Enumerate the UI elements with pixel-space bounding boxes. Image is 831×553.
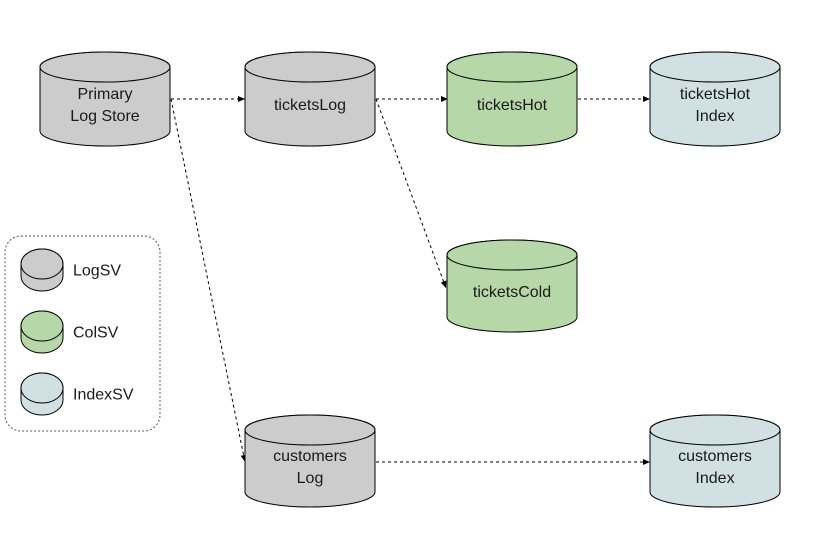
cylinder-top (649, 51, 781, 83)
legend-item-logsv: LogSV (20, 248, 121, 292)
legend: LogSV ColSV IndexSV (4, 235, 161, 432)
legend-frame (4, 235, 161, 432)
cylinder-top (20, 310, 64, 342)
cylinder-top (244, 414, 376, 446)
node-label: ticketsCold (473, 284, 551, 301)
node-label: customers (678, 448, 752, 465)
node-ticketsHot[interactable]: ticketsHot (446, 51, 578, 147)
node-label: Index (695, 470, 734, 487)
node-label: Primary (77, 86, 132, 103)
node-label: Log (297, 470, 324, 487)
cylinder-top (446, 239, 578, 271)
cylinder-top (20, 372, 64, 404)
legend-label: ColSV (73, 325, 119, 342)
legend-label: IndexSV (73, 387, 134, 404)
node-ticketsLog[interactable]: ticketsLog (244, 51, 376, 147)
cylinder-top (446, 51, 578, 83)
node-label: Index (695, 108, 734, 125)
node-label: Log Store (70, 108, 139, 125)
edge-primary-to-customersLog (170, 98, 247, 463)
cylinder-top (244, 51, 376, 83)
node-label: ticketsHot (680, 86, 751, 103)
edges-layer (170, 96, 650, 465)
legend-item-colsv: ColSV (20, 310, 119, 354)
legend-label: LogSV (73, 263, 121, 280)
node-label: customers (273, 448, 347, 465)
node-label: ticketsLog (274, 97, 346, 114)
cylinder-top (649, 414, 781, 446)
legend-item-indexsv: IndexSV (20, 372, 134, 416)
edge-ticketsLog-to-ticketsCold (375, 98, 447, 289)
node-ticketsCold[interactable]: ticketsCold (446, 239, 578, 333)
node-label: ticketsHot (477, 97, 548, 114)
cylinder-top (39, 51, 171, 83)
cylinder-top (20, 248, 64, 280)
